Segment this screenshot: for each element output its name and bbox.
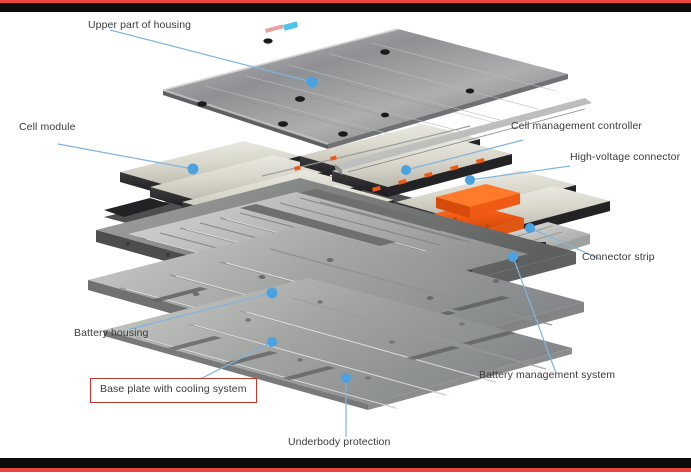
leader-cell-management-controller bbox=[405, 139, 524, 171]
battery-illustration bbox=[57, 21, 610, 437]
callout-label-battery-management-system: Battery management system bbox=[479, 369, 616, 381]
dot-base-plate-cooling bbox=[267, 337, 277, 347]
callout-leader-dots bbox=[187, 76, 535, 383]
dot-upper-part-of-housing bbox=[306, 76, 318, 88]
callout-leader-lines bbox=[57, 29, 601, 437]
callout-label-cell-module: Cell module bbox=[19, 121, 76, 133]
leader-high-voltage-connector bbox=[469, 165, 571, 181]
callout-label-upper-part-of-housing: Upper part of housing bbox=[88, 19, 192, 31]
dot-battery-management-system bbox=[508, 252, 518, 262]
dot-high-voltage-connector bbox=[465, 175, 475, 185]
top-accent-stripe bbox=[0, 0, 691, 3]
leader-battery-housing bbox=[129, 292, 273, 330]
underbody-protection-part bbox=[104, 278, 572, 410]
dot-battery-housing bbox=[266, 287, 278, 299]
leader-cell-module bbox=[57, 143, 194, 170]
top-frame-bar bbox=[0, 3, 691, 12]
callout-label-cell-management-controller: Cell management controller bbox=[511, 120, 642, 132]
leader-upper-part-of-housing bbox=[109, 29, 313, 83]
leader-connector-strip bbox=[529, 227, 601, 260]
dot-cell-management-controller bbox=[401, 165, 411, 175]
bottom-accent-stripe bbox=[0, 468, 691, 472]
callout-label-base-plate-with-cooling-system: Base plate with cooling system bbox=[90, 378, 257, 403]
connector-strip-part bbox=[335, 98, 592, 192]
leader-battery-management-system bbox=[512, 256, 557, 374]
dot-underbody-protection bbox=[341, 373, 351, 383]
dot-connector-strip bbox=[525, 223, 535, 233]
callout-label-underbody-protection: Underbody protection bbox=[288, 436, 391, 448]
upper-housing-part bbox=[162, 21, 568, 149]
exploded-battery-diagram: Upper part of housing Cell module Cell m… bbox=[0, 12, 691, 458]
callout-label-battery-housing: Battery housing bbox=[74, 327, 149, 339]
bottom-frame-bar bbox=[0, 458, 691, 468]
callout-label-high-voltage-connector: High-voltage connector bbox=[570, 151, 681, 163]
dot-cell-module bbox=[187, 163, 199, 175]
callout-label-connector-strip: Connector strip bbox=[582, 251, 655, 263]
